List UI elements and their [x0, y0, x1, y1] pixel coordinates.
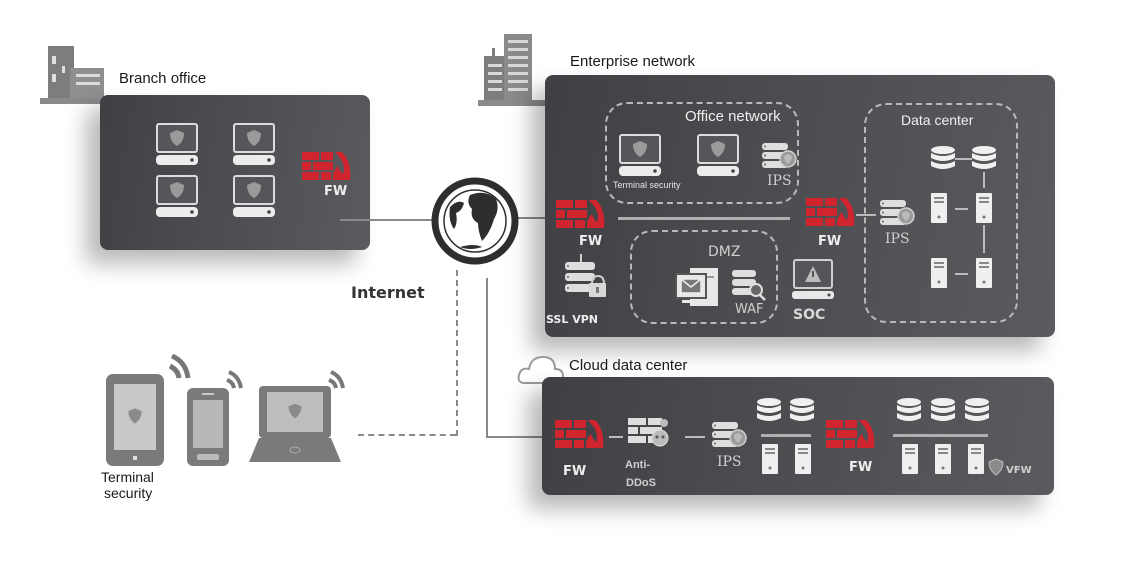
- branch-office-title: Branch office: [119, 70, 207, 87]
- cloud-internal-fw-label: FW: [849, 460, 873, 475]
- cloud-firewall-icon: [555, 420, 604, 448]
- soc-icon: [792, 259, 834, 299]
- server-icon: [931, 258, 947, 288]
- vfw-shield-icon: [988, 458, 1004, 476]
- soc-label: SOC: [793, 307, 826, 323]
- data-center-ips-icon: [879, 199, 915, 226]
- terminal-security-label-line2: security: [104, 485, 153, 501]
- server-icon: [902, 444, 918, 474]
- terminal-icon: [155, 123, 199, 166]
- cloud-ips-label: IPS: [717, 454, 742, 470]
- connector-internet-cloud-horizontal: [486, 436, 544, 438]
- anti-ddos-label-line1: Anti-: [625, 459, 651, 471]
- enterprise-network-title: Enterprise network: [570, 53, 696, 70]
- data-center-zone: [864, 103, 1018, 323]
- server-connector: [955, 273, 968, 275]
- mail-server-icon: [675, 268, 718, 306]
- ssl-vpn-icon: [565, 262, 606, 297]
- branch-building-icon: [40, 46, 112, 104]
- smartphone-icon: [187, 370, 243, 466]
- cloud-ips-icon: [711, 421, 747, 448]
- fw-ips-connector: [856, 214, 876, 216]
- waf-icon: [732, 270, 766, 301]
- ips-icon: [761, 142, 797, 169]
- server-icon: [976, 258, 992, 288]
- cloud-bus-1: [761, 434, 811, 437]
- terminal-icon: [696, 134, 740, 177]
- laptop-icon: [249, 370, 345, 462]
- edge-fw-label: FW: [579, 234, 603, 249]
- tablet-icon: [106, 353, 191, 466]
- office-terminal-security-label: Terminal security: [613, 180, 681, 190]
- connector-internet-terminals-horizontal: [358, 434, 456, 436]
- connector-internet-cloud-vertical: [486, 278, 488, 438]
- dmz-zone: [630, 230, 778, 324]
- connector-internet-enterprise: [518, 217, 548, 219]
- internal-firewall-icon: [806, 198, 855, 226]
- server-icon: [762, 444, 778, 474]
- connector-branch-internet: [340, 219, 432, 221]
- db-server-connector: [983, 172, 985, 188]
- enterprise-backbone-line: [618, 217, 790, 220]
- data-center-title: Data center: [901, 112, 974, 128]
- dmz-title: DMZ: [708, 244, 741, 260]
- fw-antiddos-connector: [609, 436, 623, 438]
- cloud-fw-label: FW: [563, 464, 587, 479]
- anti-ddos-label-line2: DDoS: [626, 477, 656, 489]
- enterprise-building-icon: [478, 34, 558, 106]
- database-icon: [790, 398, 814, 421]
- edge-firewall-icon: [556, 200, 605, 228]
- database-icon: [931, 398, 955, 421]
- antiddos-ips-connector: [685, 436, 705, 438]
- branch-fw-label: FW: [324, 184, 348, 199]
- terminal-security-label-line1: Terminal: [101, 469, 154, 485]
- database-icon: [897, 398, 921, 421]
- server-icon: [976, 193, 992, 223]
- terminal-icon: [155, 175, 199, 218]
- database-icon: [972, 146, 996, 169]
- data-center-ips-label: IPS: [885, 231, 910, 247]
- terminal-icon: [232, 175, 276, 218]
- fw-vpn-connector: [580, 254, 582, 262]
- globe-icon: [431, 177, 519, 265]
- cloud-data-center-title: Cloud data center: [569, 357, 688, 374]
- cloud-icon: [517, 355, 565, 384]
- vfw-label: VFW: [1006, 465, 1032, 476]
- database-icon: [757, 398, 781, 421]
- server-icon: [931, 193, 947, 223]
- server-connector: [955, 208, 968, 210]
- server-connector-vertical: [983, 225, 985, 253]
- cloud-internal-firewall-icon: [826, 420, 875, 448]
- connector-internet-terminals-vertical: [456, 270, 458, 436]
- office-network-zone: [605, 102, 799, 204]
- internal-fw-label: FW: [818, 234, 842, 249]
- database-icon: [931, 146, 955, 169]
- server-icon: [935, 444, 951, 474]
- office-network-title: Office network: [685, 108, 781, 125]
- waf-label: WAF: [735, 302, 764, 317]
- office-ips-label: IPS: [767, 173, 792, 189]
- firewall-icon: [302, 152, 351, 180]
- database-icon: [965, 398, 989, 421]
- terminal-icon: [232, 123, 276, 166]
- db-connector: [955, 158, 972, 160]
- server-icon: [968, 444, 984, 474]
- ssl-vpn-label: SSL VPN: [546, 313, 598, 326]
- terminal-icon: [618, 134, 662, 177]
- internet-label: Internet: [351, 283, 425, 302]
- anti-ddos-icon: [628, 418, 669, 447]
- cloud-bus-2: [893, 434, 988, 437]
- server-icon: [795, 444, 811, 474]
